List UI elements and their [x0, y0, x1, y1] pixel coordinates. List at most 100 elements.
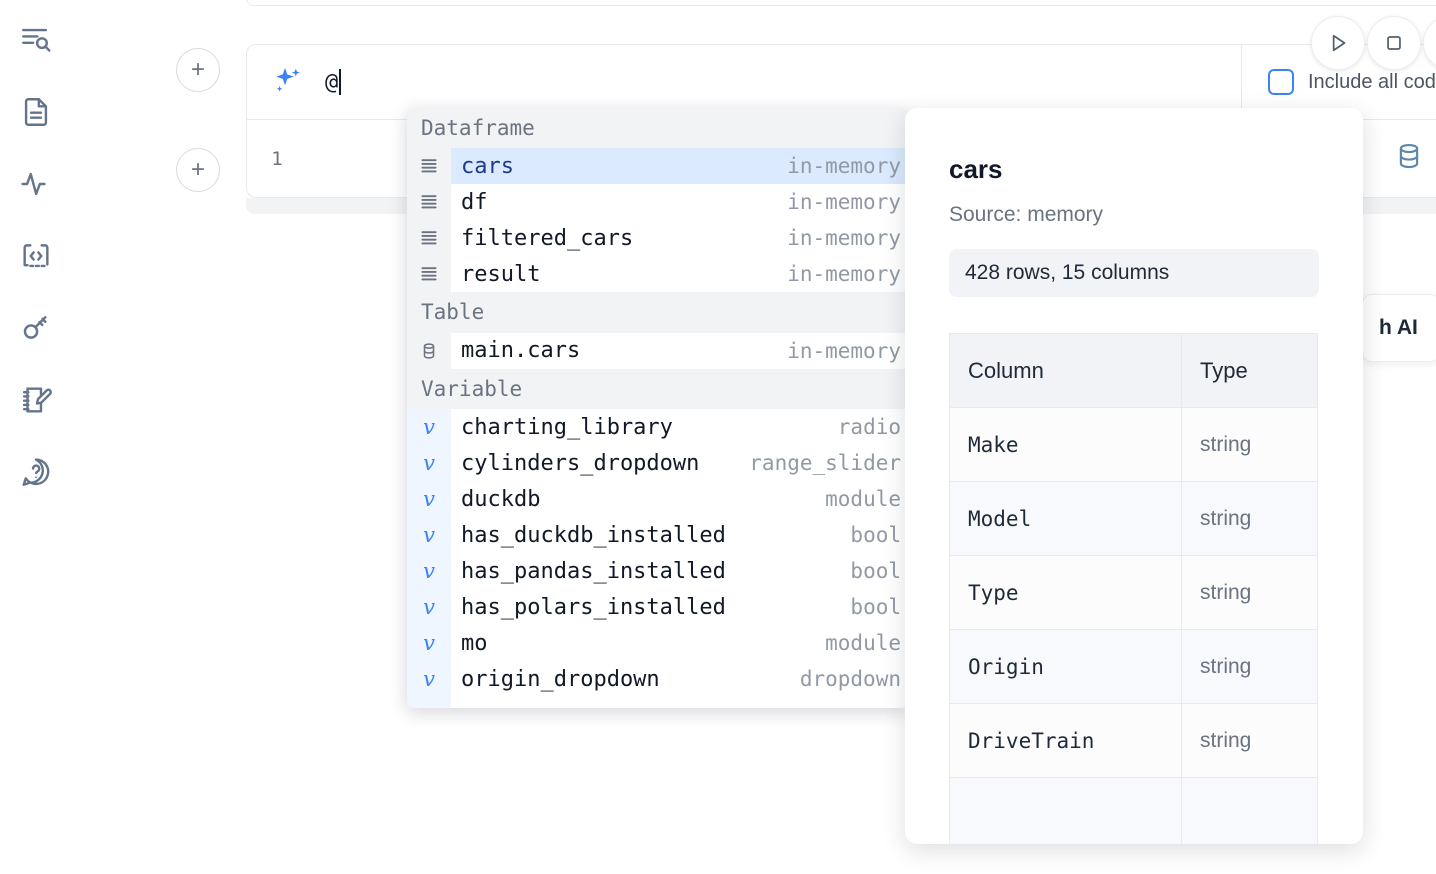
autocomplete-item-name: cylinders_dropdown [461, 450, 700, 476]
variable-icon: v [407, 481, 451, 518]
line-number: 1 [271, 147, 283, 170]
autocomplete-item-name: origin_dropdown [461, 666, 660, 692]
autocomplete-item-name: main.cars [461, 338, 581, 364]
file-icon[interactable] [14, 90, 58, 134]
database-icon[interactable] [1394, 141, 1424, 176]
autocomplete-item-clipped[interactable]: v [407, 697, 907, 708]
variable-icon: v [407, 589, 451, 626]
table-header-row: Column Type [949, 333, 1318, 408]
variable-icon: v [407, 553, 451, 590]
autocomplete-item-name: has_polars_installed [461, 594, 726, 620]
autocomplete-popup: Dataframe cars in-memory df in-memory [407, 108, 907, 708]
detail-schema-table: Column Type Make string Model string Typ… [949, 333, 1318, 844]
previous-cell-partial [246, 0, 1436, 6]
autocomplete-item-kind: range_slider [749, 451, 901, 476]
table-row: Model string [949, 481, 1318, 556]
autocomplete-item-kind: bool [850, 523, 901, 548]
cell-column-type: string [1181, 555, 1318, 630]
include-all-code-control[interactable]: Include all code [1241, 45, 1436, 119]
cell-column-type [1181, 777, 1318, 844]
autocomplete-item-result[interactable]: result in-memory [407, 256, 907, 293]
autocomplete-item-kind: module [825, 631, 901, 656]
autocomplete-item-name: has_pandas_installed [461, 558, 726, 584]
activity-icon[interactable] [14, 162, 58, 206]
autocomplete-item-has-polars-installed[interactable]: v has_polars_installed bool [407, 589, 907, 626]
ai-prompt-value: @ [325, 69, 339, 95]
include-all-code-label: Include all code [1308, 70, 1436, 93]
cell-column-name: Type [949, 555, 1182, 630]
add-cell-above-button[interactable]: + [176, 48, 220, 92]
sparkle-icon [267, 61, 309, 103]
autocomplete-item-charting-library[interactable]: v charting_library radio [407, 409, 907, 446]
text-caret [339, 69, 342, 95]
table-icon [407, 332, 451, 369]
code-brackets-icon[interactable] [14, 234, 58, 278]
help-chat-icon[interactable] [14, 450, 58, 494]
run-button[interactable] [1311, 16, 1365, 70]
autocomplete-item-duckdb[interactable]: v duckdb module [407, 481, 907, 518]
detail-shape-badge: 428 rows, 15 columns [949, 249, 1319, 297]
autocomplete-item-main-cars[interactable]: main.cars in-memory [407, 332, 907, 369]
outline-search-icon[interactable] [14, 18, 58, 62]
cell-column-type: string [1181, 481, 1318, 556]
autocomplete-item-cars[interactable]: cars in-memory [407, 148, 907, 185]
cell-column-name: Origin [949, 629, 1182, 704]
autocomplete-item-name: charting_library [461, 414, 673, 440]
autocomplete-item-kind: module [825, 487, 901, 512]
variable-icon: v [407, 409, 451, 446]
autocomplete-item-name: filtered_cars [461, 225, 634, 251]
cell-column-type: string [1181, 407, 1318, 482]
autocomplete-item-name: duckdb [461, 486, 541, 512]
autocomplete-item-has-pandas-installed[interactable]: v has_pandas_installed bool [407, 553, 907, 590]
key-icon[interactable] [14, 306, 58, 350]
ai-prompt-input[interactable]: @ [309, 45, 1241, 119]
table-row: DriveTrain string [949, 703, 1318, 778]
table-row: Make string [949, 407, 1318, 482]
autocomplete-item-kind: in-memory [787, 226, 901, 251]
generate-with-ai-button[interactable]: h AI [1362, 294, 1436, 362]
autocomplete-item-kind: bool [850, 559, 901, 584]
cell-column-type: string [1181, 703, 1318, 778]
dataframe-icon [407, 220, 451, 257]
autocomplete-group-header: Table [407, 292, 907, 333]
autocomplete-item-kind: dropdown [799, 667, 901, 692]
autocomplete-item-kind: in-memory [787, 338, 901, 363]
stop-button[interactable] [1367, 16, 1421, 70]
table-row: Type string [949, 555, 1318, 630]
cell-toolbar: M↓ [1394, 141, 1436, 176]
detail-title: cars [949, 154, 1003, 184]
detail-source: Source: memory [949, 203, 1104, 226]
autocomplete-item-name: mo [461, 630, 488, 656]
autocomplete-item-has-duckdb-installed[interactable]: v has_duckdb_installed bool [407, 517, 907, 554]
add-cell-below-button[interactable]: + [176, 148, 220, 192]
dataframe-icon [407, 184, 451, 221]
cell-column-name: Make [949, 407, 1182, 482]
column-header-column: Column [949, 333, 1182, 408]
autocomplete-item-df[interactable]: df in-memory [407, 184, 907, 221]
autocomplete-item-origin-dropdown[interactable]: v origin_dropdown dropdown [407, 661, 907, 698]
autocomplete-item-kind: bool [850, 595, 901, 620]
variable-icon: v [407, 661, 451, 698]
dataframe-icon [407, 256, 451, 293]
column-header-type: Type [1181, 333, 1318, 408]
variable-icon: v [407, 697, 451, 708]
cell-column-name: Model [949, 481, 1182, 556]
variable-icon: v [407, 517, 451, 554]
notebook-edit-icon[interactable] [14, 378, 58, 422]
left-icon-rail [0, 0, 72, 874]
cell-column-name [949, 777, 1182, 844]
autocomplete-item-mo[interactable]: v mo module [407, 625, 907, 662]
table-row: Origin string [949, 629, 1318, 704]
variable-icon: v [407, 625, 451, 662]
cell-column-type: string [1181, 629, 1318, 704]
autocomplete-group-header: Dataframe [407, 108, 907, 149]
autocomplete-item-name: has_duckdb_installed [461, 522, 726, 548]
include-all-code-checkbox[interactable] [1268, 69, 1294, 95]
table-row-clipped [949, 777, 1318, 844]
notebook-canvas: + + @ Include all code 1 [72, 0, 1436, 874]
cell-column-name: DriveTrain [949, 703, 1182, 778]
autocomplete-item-kind: in-memory [787, 262, 901, 287]
autocomplete-item-filtered-cars[interactable]: filtered_cars in-memory [407, 220, 907, 257]
autocomplete-item-cylinders-dropdown[interactable]: v cylinders_dropdown range_slider [407, 445, 907, 482]
autocomplete-item-name: df [461, 189, 488, 215]
